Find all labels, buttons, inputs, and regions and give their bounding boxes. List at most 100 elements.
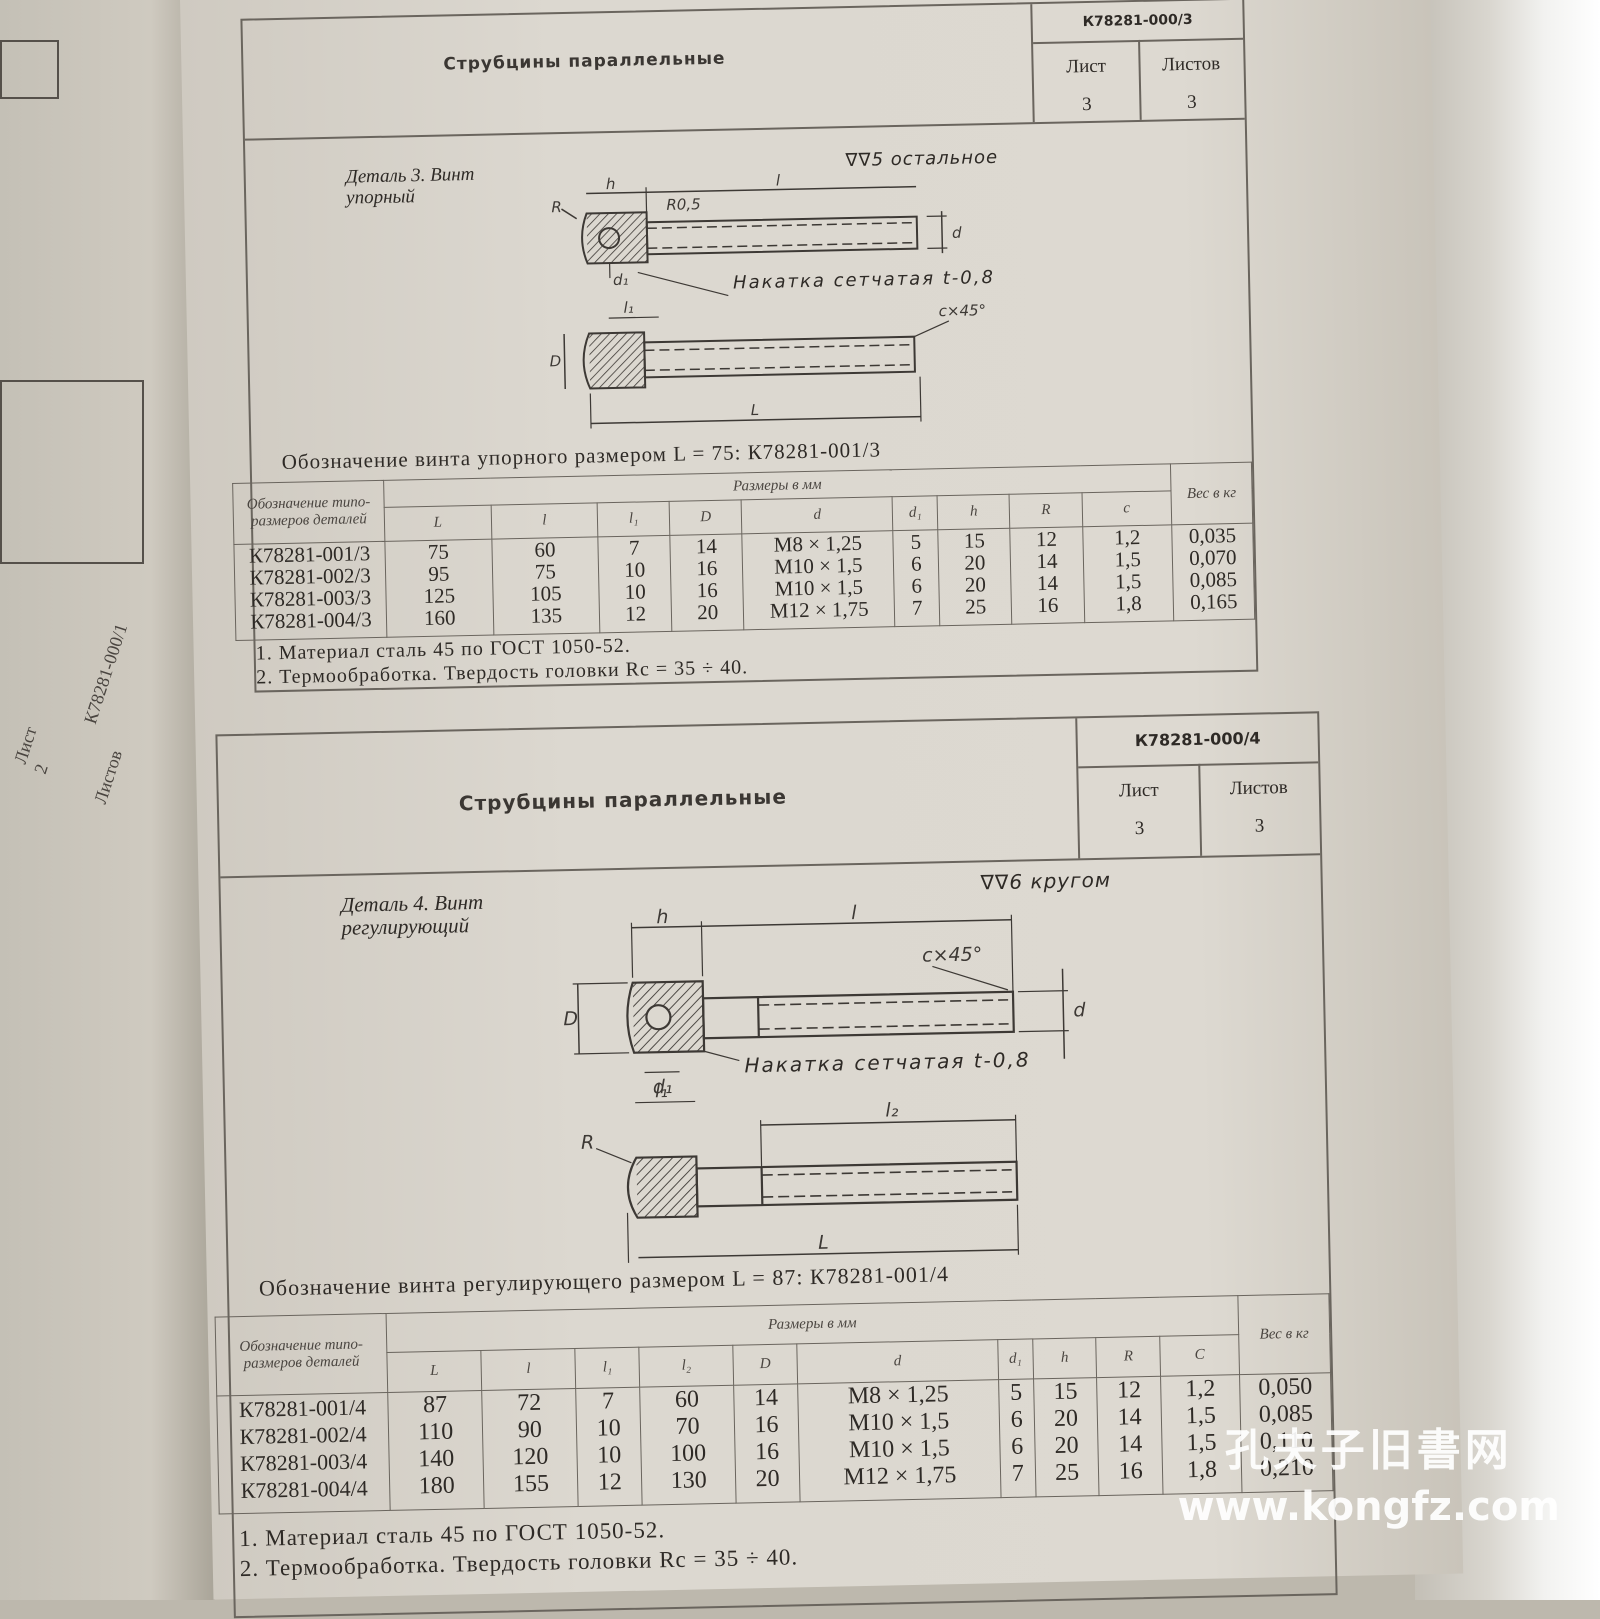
sheet-title: Струбцины параллельные [443, 49, 725, 75]
col-header: l₁ [597, 501, 670, 537]
dim-D: D [563, 1008, 578, 1030]
title-block: Струбцины параллельные К78281-000/4 Лист… [217, 713, 1320, 878]
left-page-table-fragment [0, 380, 144, 564]
col-header: D [669, 500, 742, 536]
dim-d: d [1073, 999, 1086, 1021]
surface-finish: ∇∇6 кругом [980, 868, 1111, 895]
col-header: l [481, 1349, 576, 1391]
dim-h: h [606, 175, 616, 193]
sheet-label: Лист [1033, 54, 1138, 80]
sheet-part-4: Струбцины параллельные К78281-000/4 Лист… [215, 711, 1337, 1618]
dim-L: L [818, 1232, 829, 1254]
col-designation-header: Обозначение типо-размеров деталей [233, 480, 385, 544]
col-header: d [797, 1340, 999, 1384]
dim-l: l [776, 171, 781, 189]
col-header: D [733, 1344, 797, 1385]
col-header: L [384, 505, 491, 541]
sheets-count: 3 [1139, 90, 1244, 116]
left-page-sheet-label: Лист [10, 724, 42, 766]
dim-r05: R0,5 [666, 195, 701, 214]
code-box: К78281-000/3 Лист 3 Листов 3 [1030, 0, 1244, 122]
left-page-sheet-num: 2 [30, 761, 53, 776]
dim-D: D [549, 352, 561, 370]
cross-hole [646, 1005, 670, 1029]
screw-shank-view-1 [703, 992, 1014, 1038]
col-header: d [741, 497, 893, 534]
code-box: К78281-000/4 Лист 3 Листов 3 [1075, 713, 1320, 858]
watermark-text: 孔夫子旧書网 [1178, 1414, 1560, 1478]
col-header: R [1096, 1336, 1160, 1377]
col-designation-header: Обозначение типо-размеров деталей [215, 1313, 388, 1396]
watermark: 孔夫子旧書网 www.kongfz.com [1178, 1414, 1560, 1530]
sheets-label: Листов [1199, 775, 1319, 802]
title-block: Струбцины параллельные К78281-000/3 Лист… [242, 0, 1244, 141]
sheets-count-cell: Листов 3 [1198, 761, 1320, 855]
sheets-label: Листов [1138, 52, 1243, 78]
screw-shank-view-2 [697, 1162, 1018, 1207]
sheet-number-cell: Лист 3 [1078, 764, 1202, 859]
left-page-sheets-label: Листов [90, 748, 127, 807]
drawing-code: К78281-000/4 [1077, 713, 1318, 768]
dim-l1: l₁ [623, 299, 634, 317]
dim-r: R [581, 1132, 595, 1154]
col-header: d₁ [998, 1339, 1034, 1380]
watermark-url: www.kongfz.com [1178, 1484, 1560, 1530]
screw-shank-view-2 [644, 337, 915, 378]
dim-chamfer: c×45° [938, 301, 986, 320]
weight-header: Вес в кг [1238, 1294, 1331, 1375]
col-header: R [1010, 493, 1083, 529]
note-material: 1. Материал сталь 45 по ГОСТ 1050-52. [239, 1517, 665, 1552]
dim-r: R [551, 198, 562, 216]
sheets-count: 3 [1199, 813, 1319, 840]
designation-line: Обозначение винта упорного размером L = … [281, 437, 881, 475]
col-header: h [937, 494, 1010, 530]
sheets-count-cell: Листов 3 [1138, 38, 1245, 120]
sheet-part-3: Струбцины параллельные К78281-000/3 Лист… [240, 0, 1258, 693]
part-label: Деталь 4. Винт регулирующий [341, 889, 562, 940]
document-page: Струбцины параллельные К78281-000/3 Лист… [180, 0, 1463, 1600]
dim-h: h [656, 906, 669, 928]
sheet-number: 3 [1034, 92, 1139, 118]
left-page-code: К78281-000/1 [80, 621, 132, 726]
dim-d: d [952, 224, 962, 242]
dimensions-table: Обозначение типо-размеров деталей Размер… [232, 462, 1255, 641]
dimensions-table: Обозначение типо-размеров деталей Размер… [215, 1293, 1334, 1514]
col-header: c [1082, 491, 1172, 527]
col-header: l₁ [575, 1347, 639, 1388]
screw-shank-view-1 [647, 217, 918, 255]
sheet-label: Лист [1079, 778, 1199, 805]
col-header: d₁ [892, 496, 938, 531]
dim-l2: l₂ [885, 1099, 899, 1121]
dim-l: l [851, 902, 857, 924]
col-header: l₂ [639, 1345, 734, 1387]
part-label: Деталь 3. Винт упорный [346, 163, 527, 209]
col-header: l [491, 503, 598, 539]
sheet-number-cell: Лист 3 [1033, 40, 1142, 122]
sheet-number: 3 [1079, 816, 1199, 843]
dim-d1: d₁ [613, 271, 629, 289]
dim-chamfer: c×45° [922, 943, 982, 966]
drawing-adjusting-screw: h l c×45° D d d₁ l₁ l₂ R L [561, 897, 1128, 1269]
left-page-frame [0, 40, 59, 99]
col-header: C [1160, 1335, 1240, 1377]
weight-header: Вес в кг [1170, 462, 1252, 525]
